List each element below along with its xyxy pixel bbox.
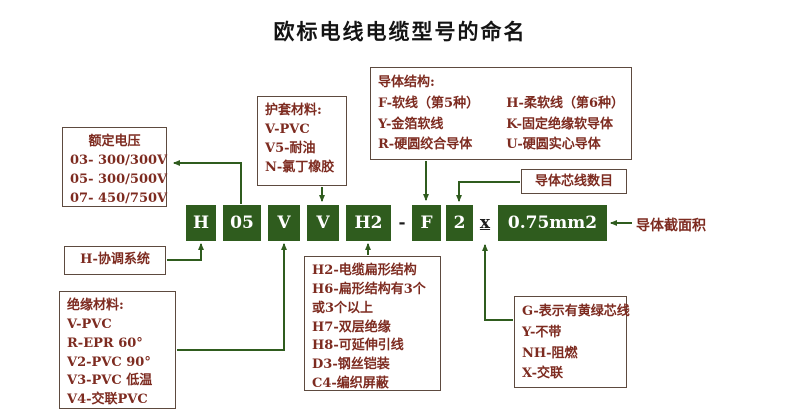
harmonized-system-label: H-协调系统 xyxy=(80,252,150,267)
structure-codes-line: D3-钢丝铠装 xyxy=(312,357,390,373)
code-block-f: F xyxy=(412,205,441,241)
page-title: 欧标电线电缆型号的命名 xyxy=(273,19,527,44)
structure-codes-line: H8-可延伸引线 xyxy=(312,338,404,354)
core-count-label: 导体芯线数目 xyxy=(534,174,613,189)
code-block-2: 2 xyxy=(446,205,473,241)
code-block-v2: V xyxy=(307,205,339,241)
harmonized-system-box: H-协调系统 xyxy=(64,246,166,275)
structure-codes-line: C4-编织屏蔽 xyxy=(312,376,389,392)
arrow-core-count xyxy=(456,181,520,202)
structure-codes-line: H7-双层绝缘 xyxy=(312,319,391,335)
insulation-material-line: V-PVC xyxy=(67,316,112,332)
suffix-codes-line: Y-不带 xyxy=(522,324,562,340)
suffix-codes-box: G-表示有黄绿芯线 Y-不带 NH-阻燃 X-交联 xyxy=(514,296,630,388)
code-block-075mm2: 0.75mm2 xyxy=(498,205,607,241)
code-block-v1: V xyxy=(268,205,300,241)
structure-codes-box: H2-电缆扁形结构 H6-扁形结构有3个 或3个以上 H7-双层绝缘 H8-可延… xyxy=(304,256,441,391)
sheath-material-title: 护套材料: xyxy=(265,103,322,118)
conductor-structure-left-column: F-软线（第5种） Y-金箔软线 R-硬圆绞合导体 xyxy=(378,94,494,156)
sheath-material-line: V-PVC xyxy=(265,121,310,137)
sheath-material-line: N-氯丁橡胶 xyxy=(265,159,335,175)
conductor-structure-line: H-柔软线（第6种） xyxy=(506,95,624,111)
insulation-material-line: V2-PVC 90° xyxy=(67,354,151,370)
rated-voltage-line: 07- 450/750V xyxy=(70,190,168,206)
insulation-material-box: 绝缘材料: V-PVC R-EPR 60° V2-PVC 90° V3-PVC … xyxy=(59,291,176,409)
conductor-structure-box: 导体结构: F-软线（第5种） Y-金箔软线 R-硬圆绞合导体 H-柔软线（第6… xyxy=(370,67,632,160)
sheath-material-line: V5-耐油 xyxy=(265,140,316,156)
code-block-h: H xyxy=(186,205,216,241)
arrow-rated-voltage xyxy=(173,160,242,204)
insulation-material-line: V3-PVC 低温 xyxy=(67,373,153,389)
structure-codes-line: 或3个以上 xyxy=(312,300,374,316)
core-count-box: 导体芯线数目 xyxy=(521,169,627,194)
code-block-h2: H2 xyxy=(346,205,391,241)
structure-codes-line: H2-电缆扁形结构 xyxy=(312,263,417,278)
conductor-structure-line: K-固定绝缘软导体 xyxy=(506,116,614,132)
insulation-material-line: V4-交联PVC xyxy=(67,392,148,408)
conductor-structure-line: F-软线（第5种） xyxy=(378,95,480,111)
conductor-structure-line: R-硬圆绞合导体 xyxy=(378,137,473,153)
arrow-suffix-codes xyxy=(482,244,513,321)
code-separator-dash: - xyxy=(398,213,406,233)
rated-voltage-line: 03- 300/300V xyxy=(70,152,168,168)
suffix-codes-line: X-交联 xyxy=(522,366,564,382)
arrow-insulation-material xyxy=(177,243,287,351)
suffix-codes-line: NH-阻燃 xyxy=(522,345,578,361)
conductor-structure-line: U-硬圆实心导体 xyxy=(506,137,601,153)
code-separator-x: x xyxy=(479,213,491,233)
code-block-05: 05 xyxy=(223,205,261,241)
structure-codes-line: H6-扁形结构有3个 xyxy=(312,281,426,297)
rated-voltage-box: 额定电压 03- 300/300V 05- 300/500V 07- 450/7… xyxy=(62,127,167,207)
cross-section-label: 导体截面积 xyxy=(636,218,706,234)
insulation-material-title: 绝缘材料: xyxy=(67,298,124,313)
conductor-structure-title: 导体结构: xyxy=(378,75,435,90)
conductor-structure-line: Y-金箔软线 xyxy=(378,116,444,132)
insulation-material-line: R-EPR 60° xyxy=(67,335,143,351)
conductor-structure-right-column: H-柔软线（第6种） K-固定绝缘软导体 U-硬圆实心导体 xyxy=(506,94,624,156)
rated-voltage-line: 05- 300/500V xyxy=(70,171,168,187)
suffix-codes-line: G-表示有黄绿芯线 xyxy=(522,304,630,319)
sheath-material-box: 护套材料: V-PVC V5-耐油 N-氯丁橡胶 xyxy=(257,96,347,186)
arrow-harmonized-system xyxy=(167,243,204,261)
rated-voltage-title: 额定电压 xyxy=(88,134,141,149)
